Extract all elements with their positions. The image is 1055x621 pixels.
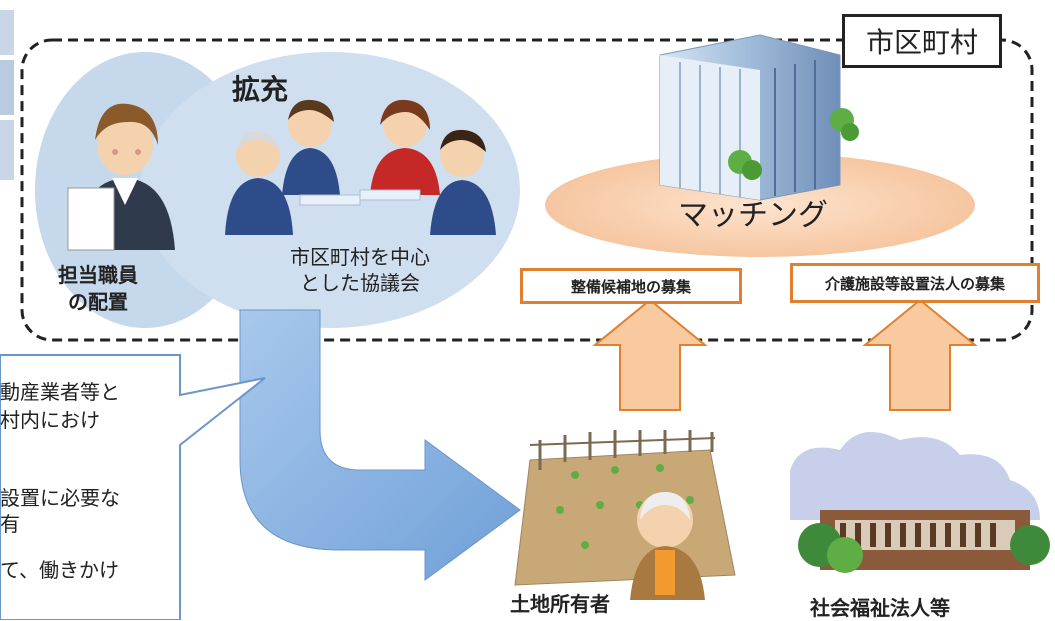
land-recruit-text: 整備候補地の募集 [570, 277, 691, 296]
council-label-line: 市区町村を中心 [290, 245, 430, 269]
callout-box [0, 354, 266, 620]
council-group-icon [225, 99, 496, 235]
staff-person-icon [67, 103, 175, 251]
staff-label-line: 担当職員 [58, 263, 138, 287]
blue-flow-arrow [239, 309, 521, 581]
corp-recruit-box: 介護施設等設置法人の募集 [790, 263, 1040, 303]
welfare-building-icon [790, 432, 1050, 573]
council-label-line: とした協議会 [300, 271, 420, 295]
welfare-label: 社会福祉法人等 [810, 596, 950, 620]
corner-tile [0, 120, 14, 180]
matching-label: マッチング [678, 198, 828, 233]
landowner-label: 土地所有者 [510, 592, 610, 616]
corner-tile [0, 60, 14, 115]
matching-ellipse [545, 153, 975, 257]
municipality-label-box: 市区町村 [842, 14, 1002, 68]
up-arrow-land [592, 298, 708, 411]
callout-line: 設置に必要な [0, 486, 120, 510]
staff-label-line: の配置 [68, 290, 128, 314]
up-arrow-corp [862, 298, 978, 411]
council-label: 市区町村を中心 とした協議会 [290, 244, 430, 296]
callout-line: 動産業者等と [0, 380, 120, 404]
staff-label: 担当職員 の配置 [58, 262, 138, 316]
municipality-label: 市区町村 [865, 26, 978, 59]
expansion-label: 拡充 [232, 73, 289, 106]
corner-tile [0, 10, 14, 55]
city-hall-building-icon [659, 34, 859, 201]
callout-line: 有 [0, 512, 20, 536]
callout-line: て、働きかけ [0, 558, 119, 582]
municipality-frame [20, 38, 1034, 342]
landowner-field-icon [514, 430, 736, 600]
corp-recruit-text: 介護施設等設置法人の募集 [824, 274, 1005, 293]
callout-line: 村内におけ [0, 408, 100, 432]
land-recruit-box: 整備候補地の募集 [520, 268, 742, 304]
